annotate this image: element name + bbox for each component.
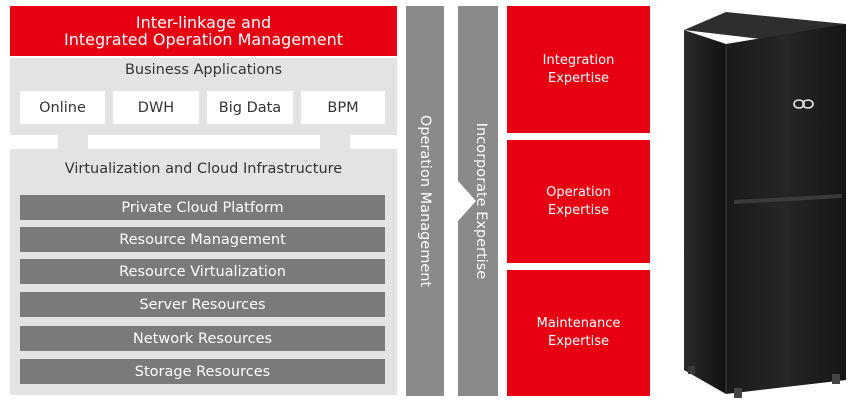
layer-network-resources: Network Resources	[20, 326, 385, 351]
header-line-2: Integrated Operation Management	[64, 30, 343, 49]
operation-management-bar: Operation Management	[406, 6, 444, 396]
virtualization-title: Virtualization and Cloud Infrastructure	[64, 161, 343, 177]
layer-server-resources: Server Resources	[20, 292, 385, 317]
server-rack-image	[684, 12, 846, 398]
panel-connector-right	[320, 135, 350, 149]
app-dwh: DWH	[113, 91, 199, 124]
expertise-operation-line2: Expertise	[548, 202, 609, 218]
layer-resource-management: Resource Management	[20, 227, 385, 252]
expertise-integration-line1: Integration	[542, 52, 615, 68]
integration-header: Inter-linkage and Integrated Operation M…	[10, 6, 397, 56]
incorporate-expertise-arrow	[458, 6, 498, 396]
header-line-1: Inter-linkage and	[135, 13, 272, 32]
app-big-data: Big Data	[207, 91, 293, 124]
expertise-integration: Integration Expertise	[507, 6, 650, 133]
layer-private-cloud-platform: Private Cloud Platform	[20, 195, 385, 220]
app-online: Online	[20, 91, 105, 124]
infinity-logo-icon	[793, 99, 814, 109]
expertise-maintenance-line2: Expertise	[548, 334, 609, 349]
expertise-maintenance-line1: Maintenance	[536, 316, 621, 331]
incorporate-expertise-text-wrap: Incorporate Expertise	[462, 6, 500, 396]
layer-storage-resources: Storage Resources	[20, 359, 385, 384]
operation-management-label: Operation Management	[417, 114, 434, 288]
business-applications-title: Business Applications	[124, 62, 283, 78]
expertise-operation: Operation Expertise	[507, 140, 650, 263]
incorporate-expertise-label: Incorporate Expertise	[473, 122, 489, 280]
expertise-maintenance: Maintenance Expertise	[507, 270, 650, 396]
app-bpm: BPM	[301, 91, 385, 124]
layer-resource-virtualization: Resource Virtualization	[20, 259, 385, 284]
panel-connector-left	[58, 135, 88, 149]
expertise-operation-line1: Operation	[546, 184, 611, 200]
expertise-integration-line2: Expertise	[548, 70, 609, 86]
